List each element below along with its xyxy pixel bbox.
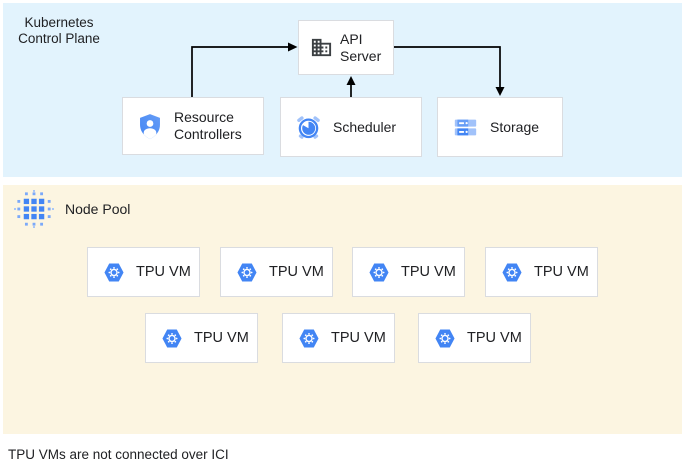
tpu-vm-node: TPU VM: [418, 313, 531, 363]
tpu-hexagon-icon: [161, 328, 183, 349]
api-server-label: API Server: [340, 30, 382, 64]
tpu-hexagon-icon: [368, 262, 390, 283]
tpu-hexagon-icon: [298, 328, 320, 349]
node-pool-label: Node Pool: [65, 201, 131, 217]
alarm-clock-icon: [295, 114, 322, 141]
building-icon: [310, 36, 333, 59]
storage-disks-icon: [452, 114, 479, 141]
tpu-vm-label: TPU VM: [269, 264, 324, 280]
tpu-vm-node: TPU VM: [485, 247, 598, 297]
tpu-vm-label: TPU VM: [534, 264, 589, 280]
tpu-hexagon-icon: [236, 262, 258, 283]
tpu-hexagon-icon: [434, 328, 456, 349]
storage-node: Storage: [437, 97, 563, 157]
scheduler-label: Scheduler: [333, 118, 397, 135]
node-pool-header: Node Pool: [13, 190, 130, 228]
shield-user-icon: [137, 112, 163, 141]
tpu-vm-label: TPU VM: [194, 330, 249, 346]
control-plane-title: Kubernetes Control Plane: [18, 15, 100, 46]
node-pool-panel: [3, 185, 682, 434]
tpu-vm-label: TPU VM: [401, 264, 456, 280]
tpu-vm-label: TPU VM: [467, 330, 522, 346]
tpu-vm-node: TPU VM: [87, 247, 200, 297]
tpu-vm-node: TPU VM: [145, 313, 258, 363]
resource-controllers-label: Resource Controllers: [174, 109, 242, 142]
diagram-caption: TPU VMs are not connected over ICI: [8, 447, 229, 462]
storage-label: Storage: [490, 118, 540, 135]
resource-controllers-node: Resource Controllers: [122, 97, 264, 155]
tpu-vm-node: TPU VM: [352, 247, 465, 297]
tpu-hexagon-icon: [501, 262, 523, 283]
api-server-node: API Server: [298, 20, 394, 75]
dot-grid-icon: [13, 190, 55, 228]
tpu-vm-label: TPU VM: [331, 330, 386, 346]
tpu-hexagon-icon: [103, 262, 125, 283]
tpu-vm-node: TPU VM: [282, 313, 395, 363]
tpu-vm-label: TPU VM: [136, 264, 191, 280]
tpu-vm-node: TPU VM: [220, 247, 333, 297]
scheduler-node: Scheduler: [280, 97, 422, 157]
